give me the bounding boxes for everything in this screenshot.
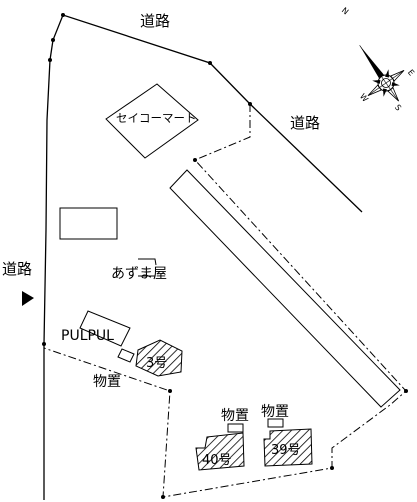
compass-west-label: W <box>358 92 370 104</box>
seicomart-label: セイコーマート <box>116 111 197 125</box>
compass-north-label: N <box>340 6 350 17</box>
pulpul-label: PULPUL <box>61 328 114 344</box>
storage-label-mid: 物置 <box>221 408 249 424</box>
compass-east-label: E <box>406 68 416 78</box>
house-40-building <box>195 432 245 471</box>
house-40-label: 40号 <box>202 453 232 468</box>
house-39-building <box>263 428 313 467</box>
storage-label-right: 物置 <box>261 404 289 420</box>
left-rect-building <box>59 207 118 240</box>
house-3-building <box>135 339 183 377</box>
storage-box-right <box>267 418 284 428</box>
direction-arrow-icon <box>22 291 34 306</box>
road-label-left: 道路 <box>2 260 32 278</box>
storage-box-mid <box>227 423 244 433</box>
long-building <box>169 169 401 408</box>
azumaya-label: あずま屋 <box>111 266 167 282</box>
road-label-top: 道路 <box>140 12 170 30</box>
compass-south-label: S <box>393 103 403 113</box>
survey-points <box>42 13 408 499</box>
pulpul-building <box>79 310 131 347</box>
road-label-right: 道路 <box>290 114 320 132</box>
house-39-label: 39号 <box>271 443 301 458</box>
seicomart-building <box>105 83 199 159</box>
compass-rose-icon <box>359 45 405 102</box>
house-3-label: 3号 <box>146 356 167 371</box>
road-boundary-line <box>43 14 363 500</box>
storage-box-left <box>117 348 135 363</box>
azumaya-outline <box>138 258 157 277</box>
site-boundary-line <box>43 104 407 498</box>
storage-label-left: 物置 <box>93 374 121 390</box>
